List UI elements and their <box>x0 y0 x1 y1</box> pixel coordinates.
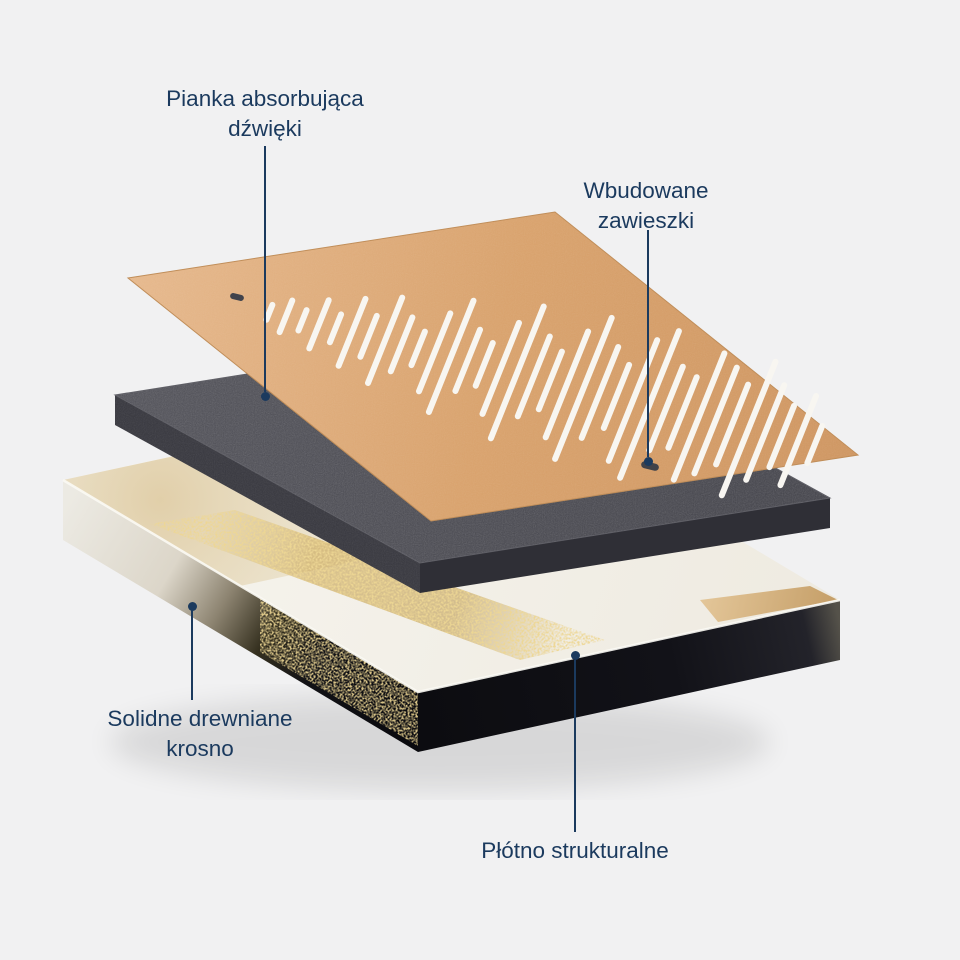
foam-side-front-right <box>420 498 830 593</box>
label-frame: Solidne drewniane krosno <box>107 706 293 762</box>
canvas-edge-highlight <box>62 478 841 694</box>
glitter-band-speckle <box>150 510 605 660</box>
soundwave-slot <box>487 303 547 442</box>
soundwave-slot <box>263 301 276 323</box>
soundwave-slot <box>514 333 553 420</box>
soundwave-slot <box>357 312 380 360</box>
soundwave-slot <box>713 381 752 468</box>
soundwave-slot <box>766 402 797 471</box>
soundwave-slot <box>600 361 633 431</box>
soundwave-slot <box>777 393 820 489</box>
soundwave-slot <box>804 423 826 467</box>
soundwave-slot <box>691 364 740 477</box>
soundwave-slot <box>665 374 700 451</box>
soundwave-slot <box>408 328 428 369</box>
leader-dot-frame <box>188 602 197 611</box>
leader-dot-foam <box>261 392 270 401</box>
hanger-peg <box>230 293 244 301</box>
leader-line-hangers <box>647 230 649 457</box>
soundwave-slot <box>452 326 483 394</box>
soundwave-slot <box>335 295 369 369</box>
soundwave-slot <box>326 311 345 346</box>
wood-stretcher-corner <box>700 586 838 622</box>
soundwave-slot <box>743 382 788 483</box>
leader-dot-canvas <box>571 651 580 660</box>
soundwave-slot <box>552 314 615 462</box>
soundwave-slot <box>416 310 454 395</box>
label-canvas: Płótno strukturalne <box>481 838 669 863</box>
soundwave-slot <box>617 328 682 481</box>
soundwave-slot <box>646 363 686 454</box>
leader-line-frame <box>191 610 193 700</box>
glitter-side-speckle <box>260 598 418 746</box>
soundwave-slot <box>670 350 728 483</box>
leader-line-foam <box>264 146 266 392</box>
leader-line-canvas <box>574 660 576 832</box>
foam-side-speckle <box>115 395 420 593</box>
soundwave-slot <box>425 297 477 415</box>
soundwave-slot <box>472 340 496 389</box>
soundwave-slot <box>718 358 779 499</box>
soundwave-slot <box>276 297 296 336</box>
label-foam: Pianka absorbująca dźwięki <box>166 86 364 142</box>
soundwave-slot <box>578 344 622 441</box>
soundwave-slot <box>479 319 522 417</box>
canvas-side-front-right <box>418 600 840 752</box>
leader-dot-hangers <box>644 457 653 466</box>
soundwave-slot <box>387 314 416 375</box>
soundwave-slot <box>542 328 592 441</box>
soundwave-slot <box>365 294 406 386</box>
label-hangers: Wbudowane zawieszki <box>583 178 709 234</box>
soundwave-slot <box>605 337 661 464</box>
soundwave-slot <box>535 348 565 413</box>
soundwave-slot <box>295 307 310 334</box>
soundwave-cutouts <box>263 294 826 499</box>
soundwave-slot <box>306 297 332 352</box>
board-texture <box>128 212 858 521</box>
board-layer <box>126 211 860 522</box>
